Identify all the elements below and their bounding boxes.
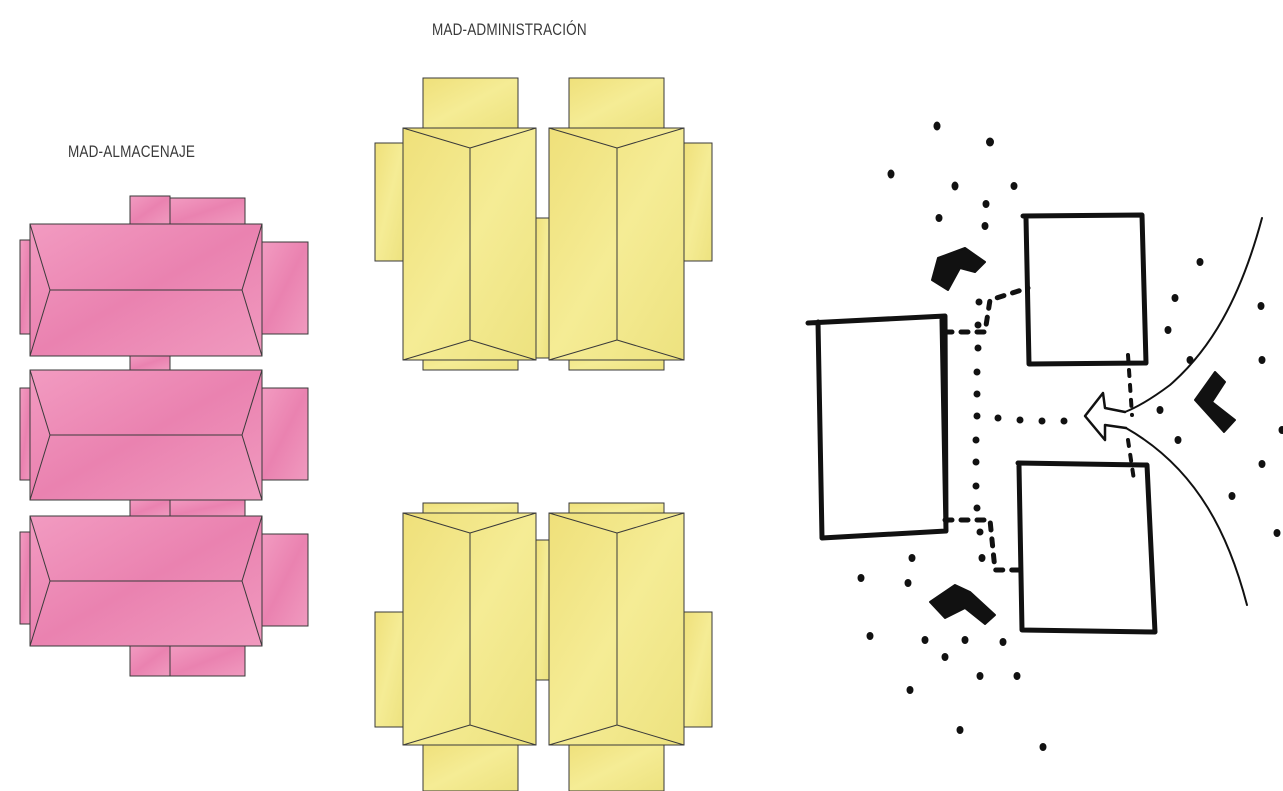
storage-roof-plan [19, 195, 309, 677]
administration-module-label: MAD-ADMINISTRACIÓN [432, 21, 587, 39]
storage-module-label: MAD-ALMACENAJE [68, 143, 196, 161]
sketch-dashed-path [1126, 353, 1134, 417]
sketch-tree-icon [931, 247, 986, 291]
admin-annex-left [374, 142, 404, 262]
storage-connector [169, 499, 246, 517]
storage-annex-right [261, 533, 309, 627]
admin-annex-top [422, 77, 519, 129]
site-sketch [805, 121, 1283, 751]
admin-roof-upper-right [548, 127, 685, 361]
sketch-building-bottom-right [1015, 460, 1158, 635]
storage-connector [129, 499, 171, 517]
admin-annex-left [374, 611, 404, 728]
storage-annex-right [261, 241, 309, 335]
admin-roof-lower-left [402, 512, 537, 746]
storage-connector [129, 355, 171, 371]
sketch-tree-icon [929, 584, 996, 625]
admin-roof-lower-right [548, 512, 685, 746]
admin-annex-right [683, 611, 713, 728]
admin-annex-top [568, 77, 665, 129]
sketch-dashed-path [1126, 438, 1136, 482]
storage-roof-3 [29, 515, 263, 647]
storage-annex-right [261, 387, 309, 481]
storage-roof-2 [29, 369, 263, 501]
sketch-building-left [805, 313, 949, 541]
admin-annex-bottom [568, 741, 665, 791]
admin-connector [534, 539, 550, 681]
administration-roof-plan [374, 77, 713, 791]
sketch-dashed-path [942, 285, 1031, 335]
sketch-scatter-dots [857, 121, 1283, 751]
storage-annex-top [129, 195, 171, 225]
sketch-dashed-path [942, 517, 1023, 573]
storage-roof-1 [29, 223, 263, 357]
admin-connector [534, 217, 550, 359]
sketch-dotted-path [972, 298, 1068, 536]
sketch-tree-icon [1194, 371, 1236, 433]
admin-roof-upper-left [402, 127, 537, 361]
storage-annex-bottom [129, 645, 171, 677]
admin-annex-right [683, 142, 713, 262]
sketch-entry-arrow [1083, 391, 1128, 442]
sketch-curve [1124, 217, 1263, 413]
sketch-curve [1125, 427, 1248, 606]
storage-annex-bottom [169, 645, 246, 677]
storage-annex-top [169, 197, 246, 225]
sketch-building-top-right [1020, 212, 1149, 367]
admin-annex-bottom [422, 741, 519, 791]
